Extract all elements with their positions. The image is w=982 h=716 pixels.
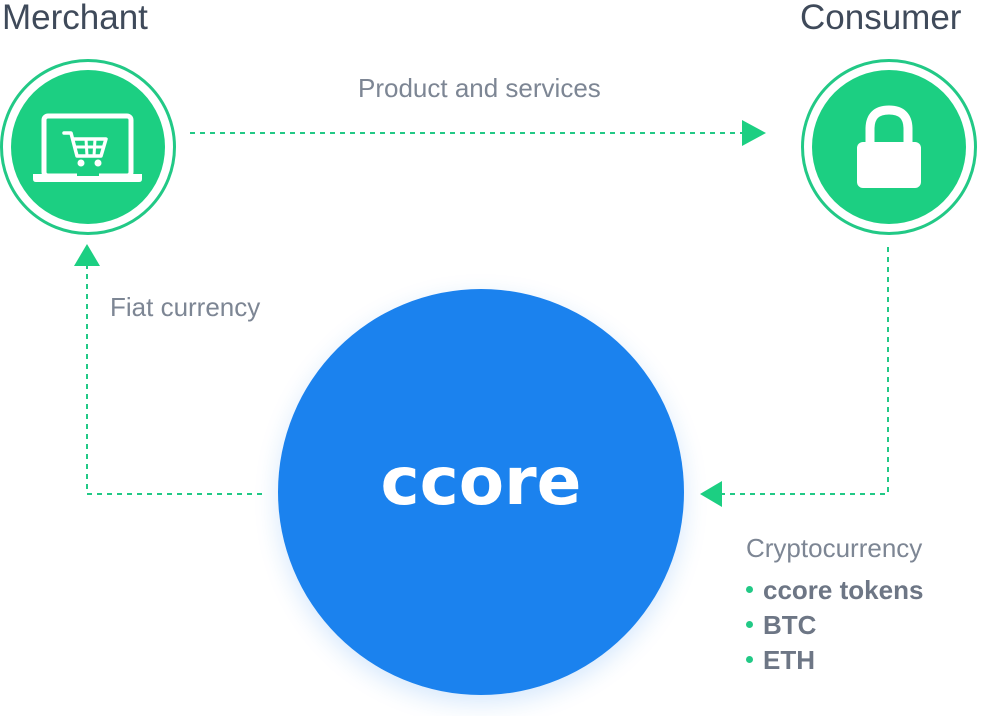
crypto-list-item: ETH [746,643,923,678]
crypto-item-label: ccore tokens [763,575,924,605]
bullet-icon [746,585,753,593]
product-services-label: Product and services [358,73,601,103]
crypto-flow-line [722,247,889,495]
cryptocurrency-label: Cryptocurrency [746,533,923,563]
fiat-flow-line [86,266,262,495]
fiat-flow-arrowhead [74,244,100,266]
fiat-currency-label: Fiat currency [110,292,261,322]
crypto-item-label: BTC [763,610,817,640]
ccore-label: ccore [380,443,582,520]
crypto-list: ccore tokens BTC ETH [746,573,923,678]
merchant-title: Merchant [2,0,148,37]
bullet-icon [746,620,753,628]
bullet-icon [746,655,753,663]
ccore-node: ccore [278,289,684,695]
crypto-flow-arrowhead [700,481,722,507]
merchant-node [0,59,176,235]
laptop-cart-icon [33,113,142,182]
product-flow-arrowhead [742,120,766,146]
crypto-item-label: ETH [763,645,815,675]
crypto-list-item: ccore tokens [746,573,923,608]
crypto-list-item: BTC [746,608,923,643]
consumer-title: Consumer [800,0,962,37]
consumer-node [801,59,977,235]
lock-icon [857,105,921,188]
